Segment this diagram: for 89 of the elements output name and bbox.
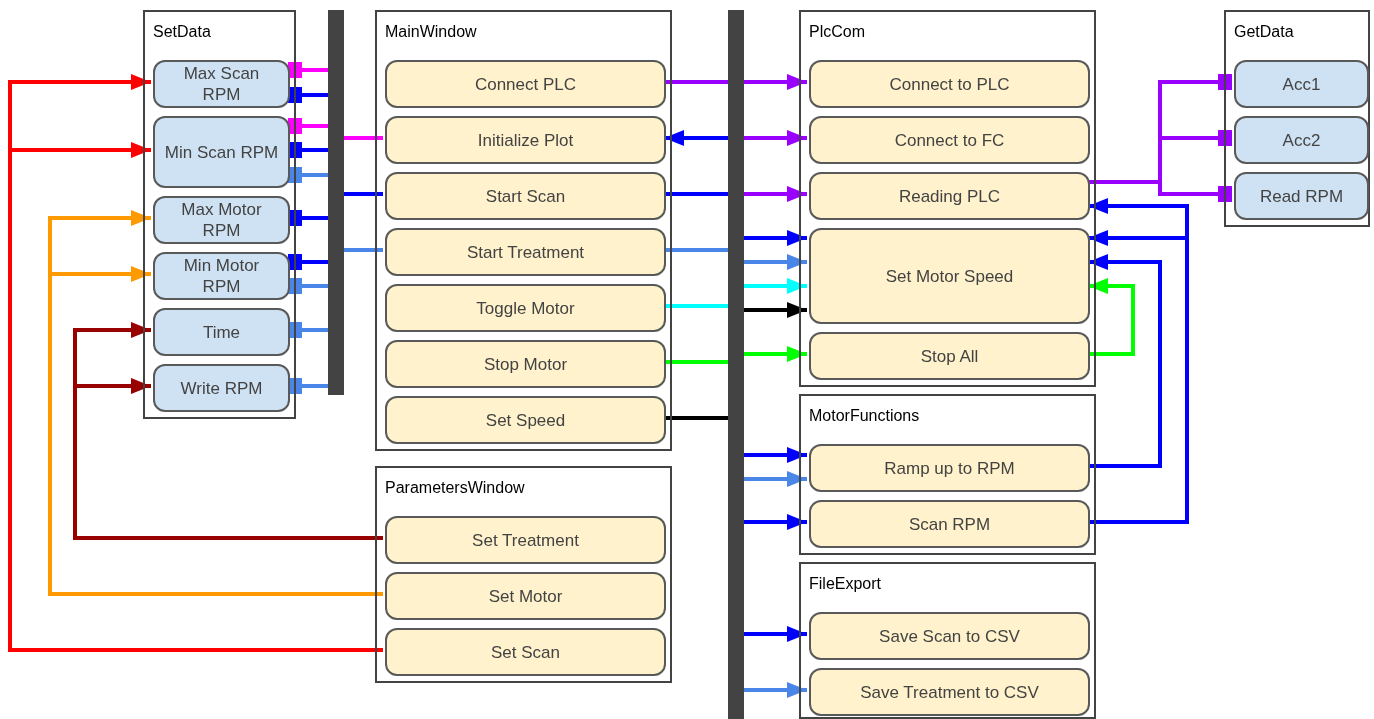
function-box <box>385 628 666 676</box>
connector-arrow <box>73 378 383 540</box>
group-panel <box>143 10 296 419</box>
function-box <box>385 60 666 108</box>
function-box <box>385 340 666 388</box>
function-box <box>385 516 666 564</box>
function-label: Stop Motor <box>483 353 568 375</box>
function-box <box>809 60 1090 108</box>
group-panel <box>375 10 672 451</box>
function-box <box>153 364 290 412</box>
connector-arrow <box>744 346 807 362</box>
function-label: Stop All <box>920 345 979 367</box>
group-panel <box>799 562 1096 719</box>
connector-arrow <box>744 186 807 202</box>
group-panel <box>799 10 1096 387</box>
function-label: Scan RPM <box>908 513 991 535</box>
function-box <box>809 172 1090 220</box>
panel-title: GetData <box>1234 22 1294 42</box>
function-box <box>385 172 666 220</box>
function-box <box>385 396 666 444</box>
function-label: Min Scan RPM <box>164 141 279 163</box>
function-label: Connect PLC <box>474 73 577 95</box>
group-panel <box>799 394 1096 555</box>
panel-title: SetData <box>153 22 211 42</box>
function-box <box>809 228 1090 324</box>
connector-arrow <box>744 514 807 530</box>
function-label: Acc2 <box>1282 129 1321 151</box>
function-label: Start Treatment <box>466 241 585 263</box>
connector-arrow <box>744 130 807 146</box>
connector-arrow <box>744 682 807 698</box>
function-label: Max Scan RPM <box>182 63 261 105</box>
connector-arrow <box>744 254 807 270</box>
function-label: Max Motor RPM <box>180 199 263 241</box>
function-box <box>385 228 666 276</box>
connector-arrow <box>744 447 807 463</box>
connector-arrow <box>744 230 807 246</box>
bus-bar <box>328 10 344 395</box>
connector-arrow <box>744 626 807 642</box>
function-box <box>809 332 1090 380</box>
panel-title: MainWindow <box>385 22 477 42</box>
function-box <box>1234 60 1369 108</box>
connector-arrow <box>744 302 807 318</box>
panel-title: PlcCom <box>809 22 865 42</box>
panel-title: FileExport <box>809 574 882 594</box>
function-box <box>809 612 1090 660</box>
function-label: Set Scan <box>491 641 560 663</box>
function-label: Toggle Motor <box>476 297 575 319</box>
connector-arrow <box>1088 254 1162 468</box>
function-label: Start Scan <box>485 185 566 207</box>
function-box <box>153 60 290 108</box>
function-box <box>385 116 666 164</box>
connector-arrow <box>1088 278 1135 356</box>
function-label: Read RPM <box>1259 185 1344 207</box>
function-box <box>1234 172 1369 220</box>
function-label: Save Scan to CSV <box>879 625 1020 647</box>
function-label: Reading PLC <box>898 185 1001 207</box>
function-box <box>809 116 1090 164</box>
function-box <box>153 196 290 244</box>
function-label: Write RPM <box>180 377 263 399</box>
function-label: Set Treatment <box>472 529 579 551</box>
function-box <box>153 308 290 356</box>
function-box <box>153 116 290 188</box>
group-panel <box>1224 10 1370 227</box>
connector-arrow <box>744 278 807 294</box>
function-box <box>153 252 290 300</box>
function-box <box>385 572 666 620</box>
function-label: Min Motor RPM <box>182 255 261 297</box>
function-box <box>1234 116 1369 164</box>
group-panel <box>375 466 672 683</box>
function-box <box>385 284 666 332</box>
function-label: Initialize Plot <box>477 129 574 151</box>
function-label: Set Motor <box>488 585 563 607</box>
function-box <box>809 500 1090 548</box>
function-label: Time <box>202 321 241 343</box>
connector-arrow <box>664 130 728 146</box>
function-box <box>809 668 1090 716</box>
function-label: Connect to PLC <box>889 73 1010 95</box>
connector-arrow <box>744 471 807 487</box>
function-label: Ramp up to RPM <box>884 457 1015 479</box>
function-box <box>809 444 1090 492</box>
function-label: Acc1 <box>1282 73 1321 95</box>
function-label: Save Treatment to CSV <box>860 681 1039 703</box>
panel-title: MotorFunctions <box>809 406 920 426</box>
function-label: Connect to FC <box>894 129 1005 151</box>
connector-arrow <box>744 74 807 90</box>
function-label: Set Speed <box>485 409 566 431</box>
bus-bar <box>728 10 744 719</box>
function-label: Set Motor Speed <box>885 265 1014 287</box>
panel-title: ParametersWindow <box>385 478 525 498</box>
